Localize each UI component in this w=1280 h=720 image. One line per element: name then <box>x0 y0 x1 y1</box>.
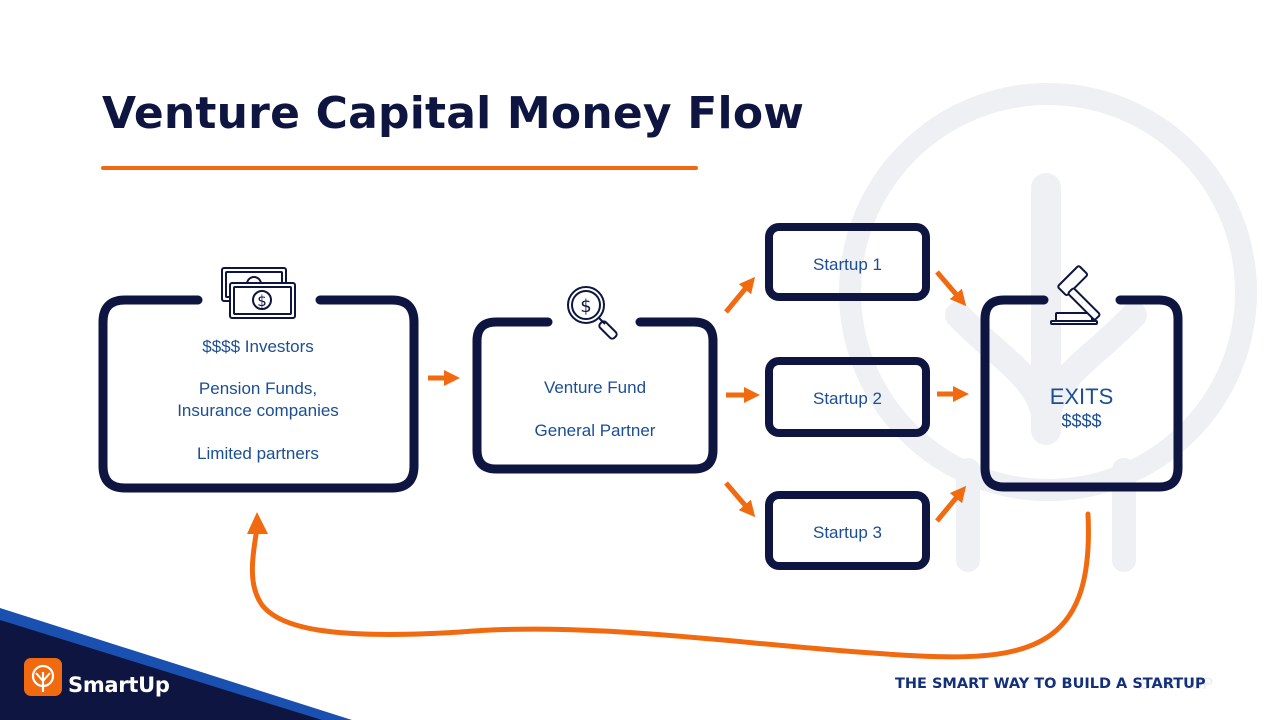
arrow-startup-1-to-exits <box>935 270 967 307</box>
tagline-ghost: STARTUP <box>1140 676 1214 693</box>
fund-box-text: Venture Fund General Partner <box>482 377 708 442</box>
page-title: Venture Capital Money Flow <box>102 88 805 139</box>
startup-3-box <box>765 491 930 570</box>
pension-funds-label: Pension Funds, <box>198 379 318 398</box>
limited-partners-label: Limited partners <box>197 444 319 463</box>
investors-box-text: $$$$ Investors Pension Funds, Insurance … <box>108 336 408 465</box>
money-bills-icon <box>221 267 296 319</box>
exits-amount-label: $$$$ <box>1061 411 1102 431</box>
arrow-fund-to-startup-1 <box>724 276 756 314</box>
startup-2-label: Startup 2 <box>813 389 882 408</box>
brand-tagline: THE SMART WAY TO BUILD A STARTUP <box>895 676 1206 692</box>
exits-box <box>980 295 1183 492</box>
gavel-icon <box>1050 265 1101 325</box>
title-underline <box>101 166 698 170</box>
arrow-fund-to-startup-3 <box>724 481 756 518</box>
startup-1-box <box>765 223 930 301</box>
arrow-startup-3-to-exits <box>935 485 967 523</box>
exits-box-text: EXITS $$$$ <box>990 384 1173 432</box>
insurance-companies-label: Insurance companies <box>177 401 339 420</box>
startup-2-box <box>765 357 930 437</box>
startup-3-label: Startup 3 <box>813 523 882 542</box>
dollar-magnifier-icon-dollar: $ <box>580 296 591 317</box>
venture-fund-label: Venture Fund <box>543 378 647 397</box>
general-partner-label: General Partner <box>534 421 656 440</box>
brand-name: SmartUp <box>68 673 170 697</box>
dollar-magnifier-icon <box>567 286 618 340</box>
money-bills-icon-dollar: $ <box>257 292 267 310</box>
smartup-logo-icon <box>24 658 62 696</box>
corner-accent-navy <box>0 620 322 720</box>
startup-1-label: Startup 1 <box>813 255 882 274</box>
arrow-exits-to-investors-head <box>247 512 268 534</box>
fund-box <box>472 317 718 474</box>
investors-box <box>98 295 419 493</box>
arrow-exits-to-investors <box>249 511 1091 660</box>
investors-label: $$$$ Investors <box>202 337 314 356</box>
exits-label: EXITS <box>1049 384 1114 409</box>
